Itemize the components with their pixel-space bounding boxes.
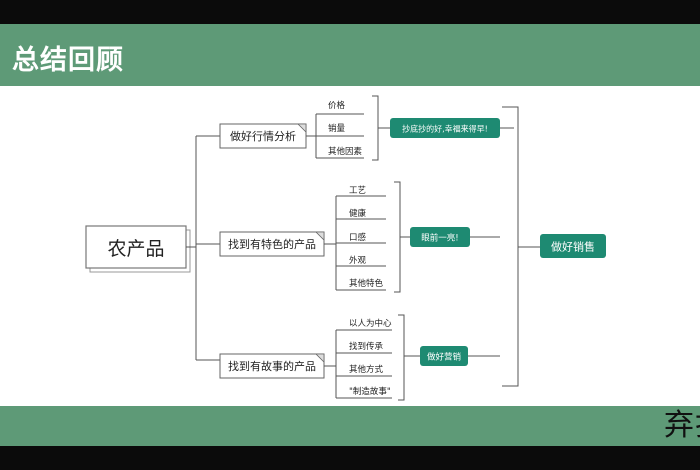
slide-footer (0, 406, 700, 446)
leaf-item: 健康 (349, 208, 367, 219)
slide-title: 总结回顾 (12, 45, 124, 76)
leaf-item: 价格 (328, 100, 346, 111)
conclusion-bracket (502, 106, 540, 387)
branch-special-products: 找到有特色的产品 工艺 健康 口感 外观 其他特色 眼前一亮! (219, 181, 500, 293)
leaf-connector (306, 113, 364, 159)
badge-label: 做好营销 (427, 352, 462, 363)
branch-badge (420, 346, 468, 366)
branch-corner-fold (315, 231, 325, 241)
leaf-item: "制造故事" (349, 386, 391, 397)
leaf-bracket (394, 181, 410, 293)
bottom-black-bar (0, 446, 700, 470)
badge-label: 眼前一亮! (421, 233, 458, 244)
leaf-connector (324, 329, 392, 399)
leaf-item: 口感 (349, 232, 367, 243)
conclusion-label: 做好销售 (551, 240, 595, 254)
branch-badge (390, 118, 500, 138)
leaf-item: 工艺 (349, 186, 366, 196)
branch-box (219, 353, 325, 379)
leaf-item: 外观 (349, 255, 367, 266)
slide-header (0, 24, 700, 86)
leaf-connector (324, 195, 386, 291)
leaf-item: 其他方式 (349, 364, 384, 375)
leaf-bracket (372, 95, 390, 161)
branch-corner-fold (297, 123, 307, 133)
leaf-bracket (398, 314, 420, 401)
branch-corner-fold (315, 353, 325, 363)
leaf-item: 其他因素 (328, 146, 363, 157)
branch-box (219, 123, 307, 149)
leaf-item: 其他特色 (349, 278, 384, 289)
branch-box (219, 231, 325, 257)
root-node-label: 农产品 (107, 238, 164, 260)
conclusion-badge (540, 234, 606, 258)
branch-label: 找到有故事的产品 (228, 359, 316, 373)
branch-story-products: 找到有故事的产品 以人为中心 找到传承 其他方式 "制造故事" 做好营销 (219, 314, 500, 401)
branch-market-analysis: 做好行情分析 价格 销量 其他因素 抄底抄的好,幸福来得早! (219, 95, 514, 161)
leaf-item: 销量 (328, 123, 346, 134)
footer-text: 弃扌 (664, 408, 700, 443)
top-black-bar (0, 0, 700, 24)
branch-badge (410, 227, 470, 247)
leaf-item: 找到传承 (349, 341, 384, 352)
root-connector (186, 135, 220, 361)
leaf-item: 以人为中心 (349, 318, 392, 329)
branch-label: 找到有特色的产品 (228, 237, 316, 251)
badge-label: 抄底抄的好,幸福来得早! (402, 124, 488, 134)
root-node: 农产品 (85, 225, 191, 273)
branch-label: 做好行情分析 (230, 129, 296, 143)
